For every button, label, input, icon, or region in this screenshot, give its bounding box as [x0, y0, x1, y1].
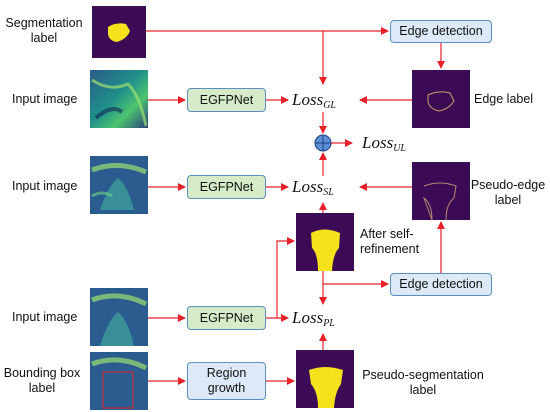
bounding-box-label-image: [90, 352, 148, 410]
segmentation-label-text: Segmentation label: [4, 16, 84, 46]
pseudo-edge-label-line2: label: [494, 193, 522, 207]
region-growth-line1: Region: [206, 366, 247, 380]
egfpnet-box-2: EGFPNet: [187, 175, 266, 199]
after-self-refinement-line2: refinement: [360, 242, 420, 256]
loss-pl: LossPL: [292, 308, 335, 329]
input-image-3-label: Input image: [12, 310, 78, 324]
input-image-2: [90, 156, 148, 214]
bounding-box-label-line2: label: [28, 381, 56, 395]
loss-pl-sub: PL: [323, 318, 335, 329]
input-image-1-label: Input image: [12, 92, 78, 106]
egfpnet-box-1: EGFPNet: [187, 88, 266, 112]
edge-detection-box-2: Edge detection: [390, 273, 492, 296]
pseudo-edge-label-text: Pseudo-edge label: [470, 178, 546, 208]
loss-pl-base: Loss: [292, 308, 324, 327]
pseudo-segmentation-label-line1: Pseudo-segmentation: [362, 368, 484, 382]
loss-ul-base: Loss: [362, 133, 394, 152]
loss-sl: LossSL: [292, 177, 334, 198]
bounding-box-label-text: Bounding box label: [0, 366, 84, 396]
egfpnet-box-3: EGFPNet: [187, 306, 266, 330]
input-image-2-label: Input image: [12, 179, 78, 193]
arrow-egfpnet3-to-refined: [276, 237, 295, 318]
loss-gl-sub: GL: [323, 100, 336, 111]
loss-gl: LossGL: [292, 90, 336, 111]
loss-sl-base: Loss: [292, 177, 324, 196]
segmentation-label-line1: Segmentation: [5, 16, 83, 30]
pseudo-segmentation-label-text: Pseudo-segmentation label: [358, 368, 488, 398]
input-image-3: [90, 288, 148, 346]
edge-detection-box-1: Edge detection: [390, 20, 492, 43]
segmentation-label-line2: label: [30, 31, 58, 45]
pseudo-segmentation-label-line2: label: [409, 383, 437, 397]
arrow-refined-to-edgedet2: [322, 271, 389, 288]
edge-label-text: Edge label: [474, 92, 534, 106]
sum-node: [314, 134, 332, 152]
loss-ul-sub: UL: [393, 143, 406, 154]
bounding-box-label-line1: Bounding box: [3, 366, 81, 380]
loss-ul: LossUL: [362, 133, 406, 154]
pseudo-segmentation-label-image: [296, 350, 354, 408]
edge-label-image: [412, 70, 470, 128]
after-self-refinement-text: After self- refinement: [360, 227, 419, 257]
input-image-1: [90, 70, 148, 128]
region-growth-line2: growth: [207, 381, 246, 395]
segmentation-label-image: [92, 6, 146, 58]
after-self-refinement-line1: After self-: [360, 227, 414, 241]
loss-sl-sub: SL: [323, 187, 334, 198]
after-self-refinement-image: [296, 213, 354, 271]
pseudo-edge-label-line1: Pseudo-edge: [470, 178, 546, 192]
pseudo-edge-label-image: [412, 162, 470, 221]
loss-gl-base: Loss: [292, 90, 324, 109]
region-growth-box: Region growth: [187, 362, 266, 400]
